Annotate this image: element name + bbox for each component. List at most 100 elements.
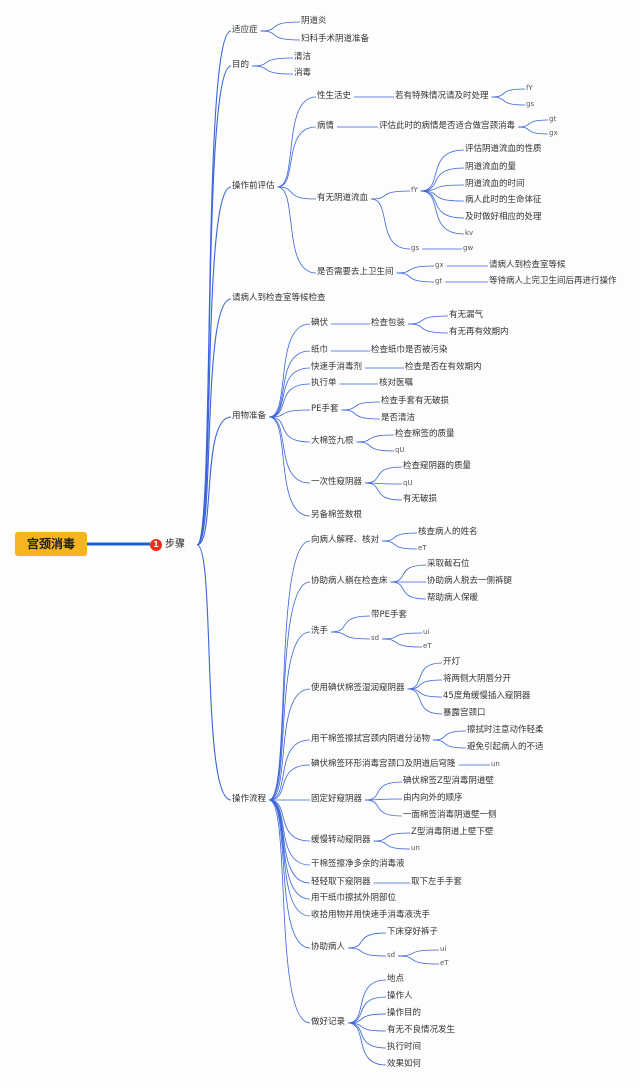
node-2-3-1-0[interactable]: 等待病人上完卫生间后再进行操作	[488, 276, 618, 287]
node-5-12-1-1[interactable]: eT	[439, 958, 450, 969]
node-1-0[interactable]: 清洁	[293, 52, 313, 63]
node-5-3-1[interactable]: 将两侧大阴唇分开	[442, 674, 513, 685]
node-3[interactable]: 请病人到检查室等候检查	[231, 293, 327, 304]
node-5-1-0[interactable]: 采取截石位	[426, 559, 471, 570]
node-5-4-1[interactable]: 避免引起病人的不适	[466, 742, 545, 753]
node-2-2-0-5[interactable]: kv	[464, 228, 475, 239]
node-5-6-0[interactable]: 碘伏棉签Z型消毒阴道壁	[402, 776, 495, 787]
node-5-3-2[interactable]: 45度角缓慢插入窥阴器	[442, 691, 532, 702]
node-5-12-1-0[interactable]: ui	[439, 944, 448, 955]
node-2-2-0-1[interactable]: 阴道流血的量	[464, 162, 518, 173]
node-5-3[interactable]: 使用碘伏棉签湿润窥阴器	[310, 683, 406, 694]
node-5-13-0[interactable]: 地点	[386, 974, 406, 985]
node-4-7[interactable]: 另备棉签数根	[310, 510, 364, 521]
node-2-2-0-2[interactable]: 阴道流血的时间	[464, 179, 526, 190]
node-2-3-0-0[interactable]: 请病人到检查室等候	[488, 260, 567, 271]
node-2-2-1[interactable]: gs	[410, 243, 421, 254]
node-4-1[interactable]: 纸巾	[310, 345, 330, 356]
node-2-2-1-0[interactable]: gw	[462, 243, 475, 254]
node-5-4-0[interactable]: 擦拭时注意动作轻柔	[466, 725, 545, 736]
node-5-13-4[interactable]: 执行时间	[386, 1042, 423, 1053]
node-4-4-0[interactable]: 检查手套有无破损	[380, 396, 451, 407]
node-5-8[interactable]: 干棉签擦净多余的消毒液	[310, 859, 406, 870]
node-2-2[interactable]: 有无阴道流血	[316, 193, 370, 204]
node-2-2-0-0[interactable]: 评估阴道流血的性质	[464, 144, 543, 155]
node-5-2-1-1[interactable]: eT	[422, 641, 433, 652]
node-5-13-5[interactable]: 效果如何	[386, 1059, 423, 1070]
node-5-7-0[interactable]: Z型消毒阴道上壁下壁	[410, 827, 495, 838]
node-5-2-0[interactable]: 带PE手套	[370, 610, 408, 621]
node-5-10[interactable]: 用干纸巾擦拭外阴部位	[310, 893, 398, 904]
node-5-1-1[interactable]: 协助病人脱去一侧裤腿	[426, 576, 514, 587]
node-2-0-0[interactable]: 若有特殊情况请及时处理	[394, 91, 490, 102]
node-2-1[interactable]: 病情	[316, 121, 336, 132]
node-4-2-0[interactable]: 检查是否在有效期内	[404, 362, 483, 373]
node-5-7-1[interactable]: un	[410, 843, 421, 854]
node-5-3-0[interactable]: 开灯	[442, 657, 462, 668]
node-4-5-1[interactable]: qU	[394, 445, 406, 456]
node-0[interactable]: 适应症	[231, 25, 259, 36]
node-4-6-2[interactable]: 有无破损	[402, 494, 439, 505]
node-5-9[interactable]: 轻轻取下窥阴器	[310, 877, 372, 888]
node-5-4[interactable]: 用干棉签擦拭宫颈内阴道分泌物	[310, 734, 432, 745]
node-5-5-0[interactable]: un	[490, 759, 501, 770]
node-4-4-1[interactable]: 是否清洁	[380, 413, 417, 424]
node-4[interactable]: 用物准备	[231, 411, 268, 422]
node-5-2-1-0[interactable]: ui	[422, 627, 431, 638]
node-4-0[interactable]: 碘伏	[310, 318, 330, 329]
node-4-0-0-1[interactable]: 有无再有效期内	[448, 327, 510, 338]
node-4-6-0[interactable]: 检查窥阴器的质量	[402, 461, 473, 472]
node-2-1-0-1[interactable]: gx	[548, 128, 559, 139]
node-4-3[interactable]: 执行单	[310, 378, 338, 389]
node-1[interactable]: 目的	[231, 60, 251, 71]
node-5-13-1[interactable]: 操作人	[386, 991, 414, 1002]
node-5-6-1[interactable]: 由内向外的顺序	[402, 793, 464, 804]
node-4-0-0-0[interactable]: 有无漏气	[448, 310, 485, 321]
node-2-0[interactable]: 性生活史	[316, 91, 353, 102]
node-4-3-0[interactable]: 核对医嘱	[378, 378, 415, 389]
node-2-0-0-1[interactable]: gs	[525, 99, 536, 110]
node-5-1[interactable]: 协助病人躺在检查床	[310, 576, 389, 587]
node-5-1-2[interactable]: 帮助病人保暖	[426, 593, 480, 604]
node-5-6[interactable]: 固定好窥阴器	[310, 794, 364, 805]
node-0-1[interactable]: 妇科手术阴道准备	[300, 34, 371, 45]
node-4-4[interactable]: PE手套	[310, 404, 340, 415]
node-2[interactable]: 操作前评估	[231, 181, 276, 192]
node-1-1[interactable]: 消毒	[293, 68, 313, 79]
node-5-12-1[interactable]: sd	[386, 950, 397, 961]
node-4-2[interactable]: 快速手消毒剂	[310, 362, 364, 373]
node-2-2-0[interactable]: fY	[410, 185, 419, 196]
node-5[interactable]: 操作流程	[231, 794, 268, 805]
node-5-6-2[interactable]: 一面棉签消毒阴道壁一侧	[402, 810, 498, 821]
node-5-12-0[interactable]: 下床穿好裤子	[386, 927, 440, 938]
node-4-5[interactable]: 大棉签九根	[310, 436, 355, 447]
node-4-6[interactable]: 一次性窥阴器	[310, 477, 364, 488]
node-4-6-1[interactable]: qU	[402, 478, 414, 489]
node-4-5-0[interactable]: 检查棉签的质量	[394, 429, 456, 440]
node-5-11[interactable]: 收拾用物并用快速手消毒液洗手	[310, 910, 432, 921]
node-5-12[interactable]: 协助病人	[310, 942, 347, 953]
node-4-0-0[interactable]: 检查包装	[370, 318, 407, 329]
node-2-2-0-3[interactable]: 病人此时的生命体征	[464, 195, 543, 206]
node-5-2-1[interactable]: sd	[370, 633, 381, 644]
node-5-3-3[interactable]: 暴露宫颈口	[442, 708, 487, 719]
node-2-1-0[interactable]: 评估此时的病情是否适合做宫颈消毒	[378, 121, 517, 132]
node-5-2[interactable]: 洗手	[310, 626, 330, 637]
node-5-13-3[interactable]: 有无不良情况发生	[386, 1025, 457, 1036]
node-5-0-1[interactable]: eT	[417, 543, 428, 554]
node-2-3-0[interactable]: gx	[434, 260, 445, 271]
node-2-3[interactable]: 是否需要去上卫生间	[316, 267, 395, 278]
node-2-3-1[interactable]: gt	[434, 276, 444, 287]
node-5-0-0[interactable]: 核查病人的姓名	[417, 527, 479, 538]
node-2-1-0-0[interactable]: gt	[548, 114, 558, 125]
node-5-0[interactable]: 向病人解释、核对	[310, 535, 381, 546]
node-2-2-0-4[interactable]: 及时做好相应的处理	[464, 212, 543, 223]
node-5-5[interactable]: 碘伏棉签环形消毒宫颈口及阴道后穹隆	[310, 759, 457, 770]
node-5-13-2[interactable]: 操作目的	[386, 1008, 423, 1019]
node-5-7[interactable]: 缓慢转动窥阴器	[310, 835, 372, 846]
node-4-1-0[interactable]: 检查纸巾是否被污染	[370, 345, 449, 356]
node-5-9-0[interactable]: 取下左手手套	[410, 877, 464, 888]
root-topic[interactable]: 宫颈消毒	[15, 532, 87, 556]
node-0-0[interactable]: 阴道炎	[300, 16, 328, 27]
